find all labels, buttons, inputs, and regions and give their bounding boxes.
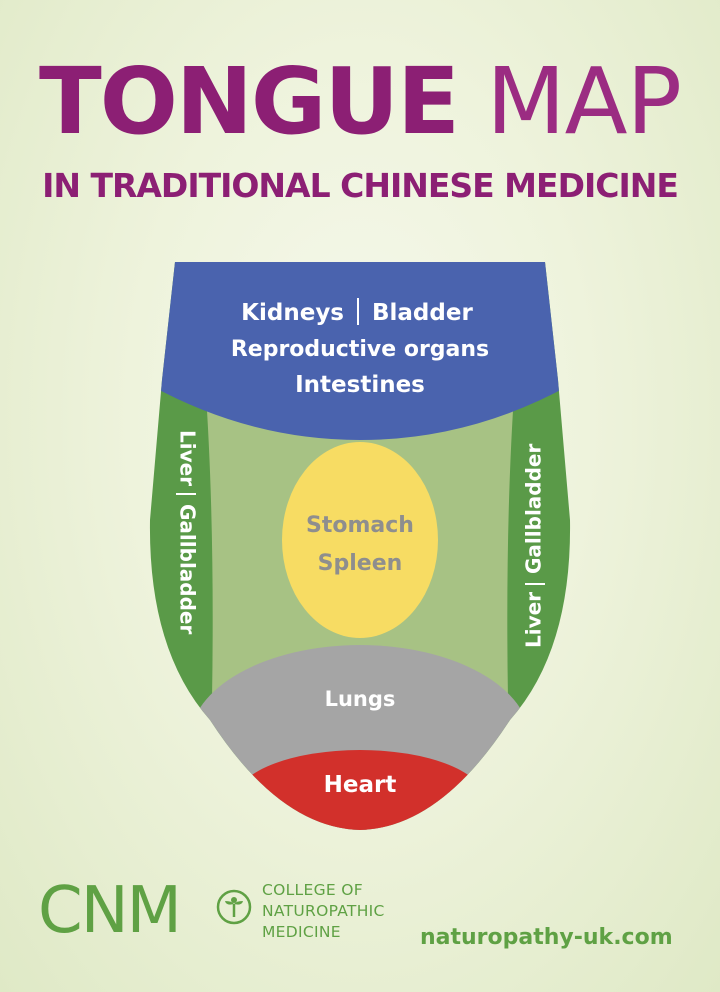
- website-link[interactable]: naturopathy-uk.com: [420, 925, 673, 950]
- stomach-spleen-zone: [282, 442, 438, 638]
- left-label-gallbladder: Gallbladder: [176, 504, 200, 634]
- back-label-intestines: Intestines: [295, 372, 425, 398]
- college-line-1: COLLEGE OF: [262, 881, 363, 899]
- leaf-person-icon: [216, 889, 252, 925]
- cnm-logo: CNM: [38, 874, 182, 948]
- back-label-bladder: Bladder: [372, 300, 473, 326]
- right-label-gallbladder: Gallbladder: [522, 444, 546, 574]
- lungs-label: Lungs: [325, 687, 396, 711]
- right-label-liver: Liver: [522, 592, 546, 648]
- right-side-label: Liver Gallbladder: [522, 444, 546, 648]
- left-label-liver: Liver: [176, 430, 200, 486]
- college-line-2: NATUROPATHIC: [262, 902, 385, 920]
- page-subtitle: IN TRADITIONAL CHINESE MEDICINE: [42, 166, 679, 205]
- title-bold-word: TONGUE: [38, 48, 460, 155]
- left-side-label: Liver Gallbladder: [176, 430, 200, 634]
- title-light-word: MAP: [486, 48, 682, 155]
- heart-label: Heart: [324, 772, 397, 798]
- heart-zone: [235, 750, 485, 830]
- center-label-spleen: Spleen: [318, 551, 403, 576]
- back-label-reproductive: Reproductive organs: [231, 337, 489, 362]
- college-line-3: MEDICINE: [262, 923, 341, 941]
- back-label-kidneys: Kidneys: [241, 300, 344, 326]
- back-zone: [150, 262, 570, 440]
- college-name: COLLEGE OF NATUROPATHIC MEDICINE: [262, 880, 385, 943]
- page-title: TONGUE MAP: [0, 52, 720, 152]
- center-label-stomach: Stomach: [306, 513, 414, 538]
